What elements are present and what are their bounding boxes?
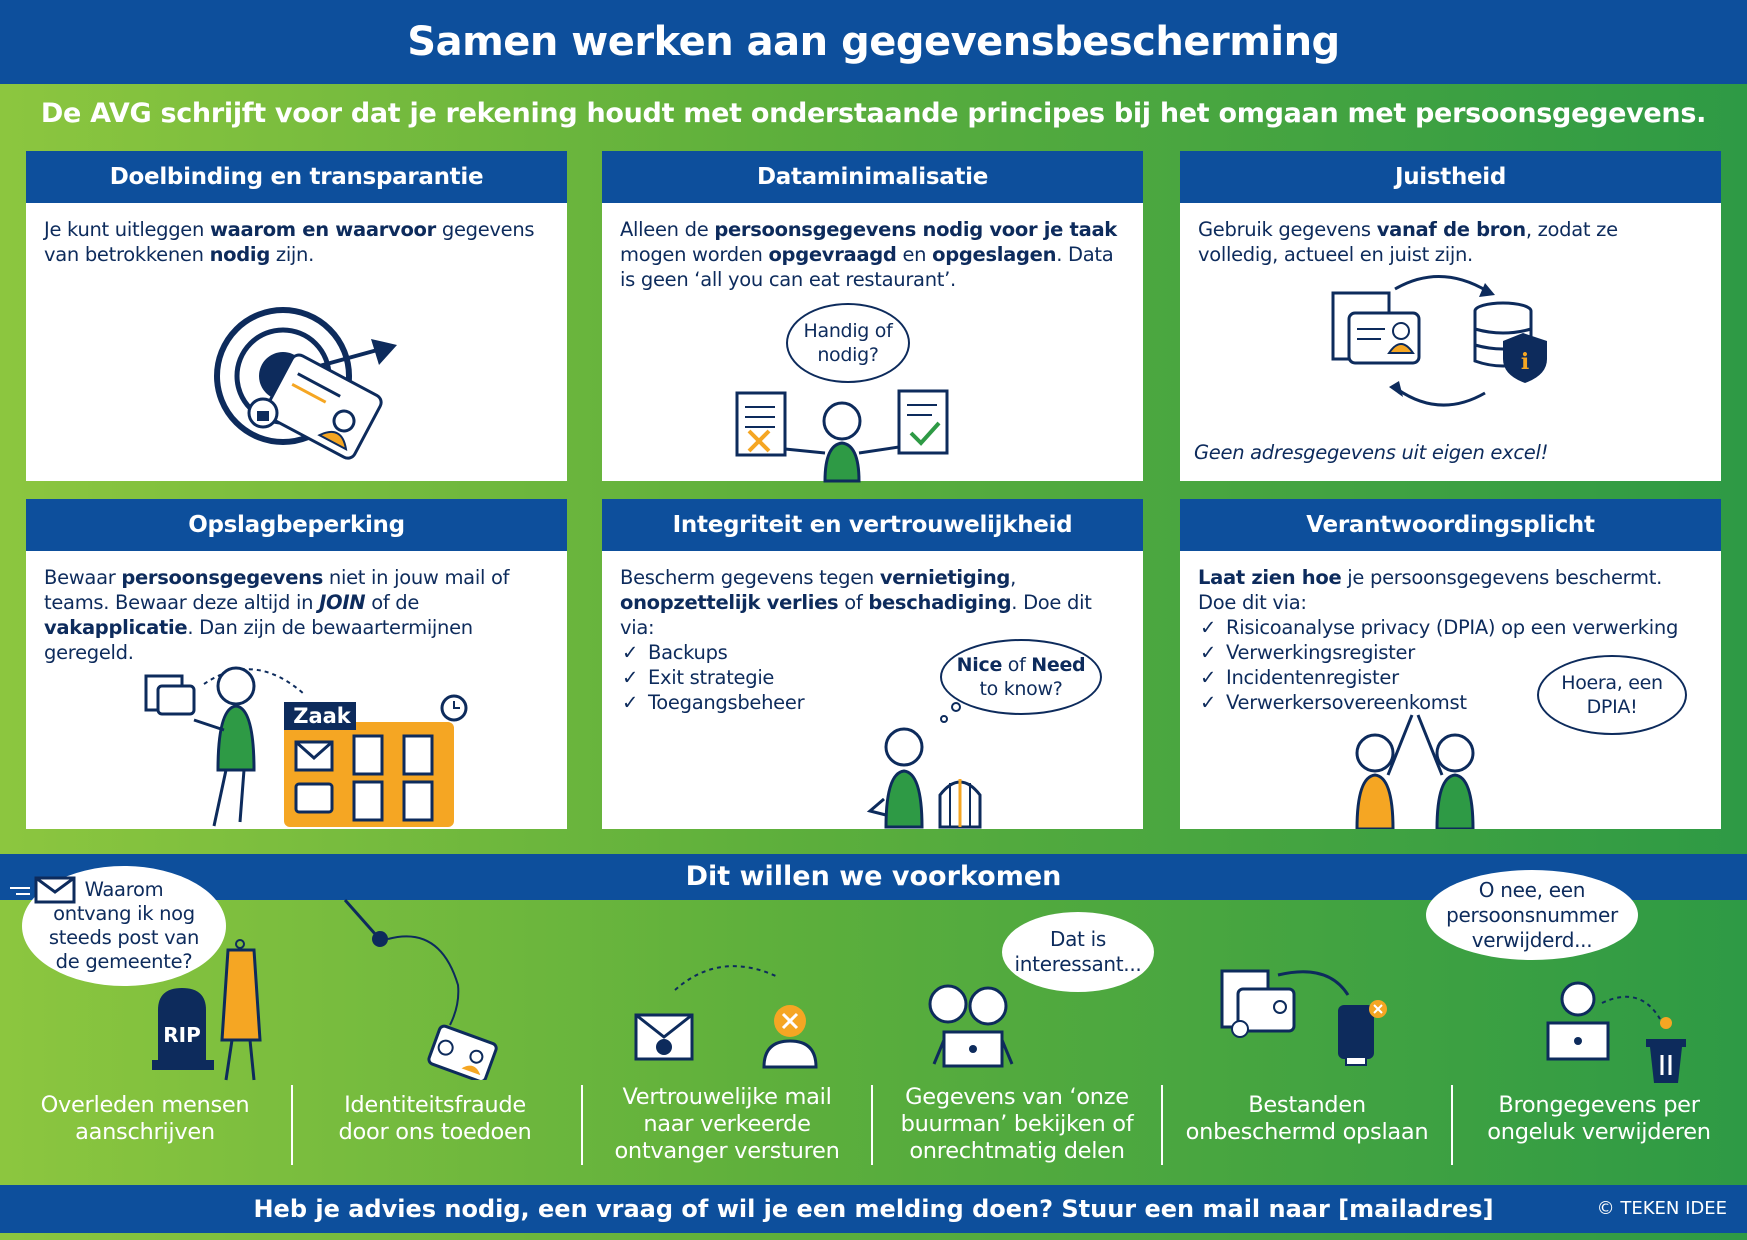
folder-label: Zaak	[293, 704, 351, 728]
prevent-label-onbeschermd: Bestanden onbeschermd opslaan	[1185, 1092, 1429, 1145]
card-doelbinding: Doelbinding en transparantie Je kunt uit…	[26, 151, 567, 481]
identity-fraud-icon	[343, 899, 498, 1080]
prevent-label-verwijderen: Brongegevens per ongeluk verwijderen	[1487, 1092, 1711, 1145]
copyright: © TEKEN IDEE	[1596, 1198, 1727, 1219]
card-heading: Integriteit en vertrouwelijkheid	[602, 499, 1143, 551]
prevent-label-buurman: Gegevens van ‘onze buurman’ bekijken of …	[900, 1084, 1134, 1164]
card-verantwoording: Verantwoordingsplicht Laat zien hoe je p…	[1180, 499, 1721, 829]
mail-icon	[10, 876, 76, 904]
prevent-label-identiteitsfraude: Identiteitsfraude door ons toedoen	[338, 1092, 532, 1145]
card-text: Laat zien hoe je persoonsgegevens besche…	[1180, 551, 1721, 715]
speech-bubble: Handig of nodig?	[786, 303, 910, 383]
list-item: Verwerkingsregister	[1198, 640, 1703, 665]
footer-message: Heb je advies nodig, een vraag of wil je…	[253, 1195, 1494, 1223]
card-text: Alleen de persoonsgegevens nodig voor je…	[620, 218, 1117, 291]
sync-database-icon: i	[1331, 275, 1547, 407]
speech-bubble: Hoera, een DPIA!	[1537, 655, 1687, 735]
divider	[1451, 1085, 1453, 1165]
high-five-icon	[1355, 714, 1475, 829]
unprotected-files-icon	[1220, 969, 1387, 1066]
verantwoording-checklist: Risicoanalyse privacy (DPIA) op een verw…	[1198, 615, 1703, 715]
page-subtitle: De AVG schrijft voor dat je rekening hou…	[40, 98, 1707, 129]
juistheid-note: Geen adresgegevens uit eigen excel!	[1194, 441, 1549, 464]
wrong-recipient-mail-icon	[634, 965, 818, 1069]
divider	[1161, 1085, 1163, 1165]
speech-bubble: Dat is interessant...	[1002, 912, 1154, 992]
target-icon	[214, 307, 397, 460]
card-juistheid: Juistheid Gebruik gegevens vanaf de bron…	[1180, 151, 1721, 481]
storage-folder-icon	[144, 666, 468, 827]
divider	[581, 1085, 583, 1165]
card-heading: Doelbinding en transparantie	[26, 151, 567, 203]
divider	[291, 1085, 293, 1165]
card-text: Je kunt uitleggen waarom en waarvoor geg…	[44, 218, 535, 266]
svg-text:i: i	[1521, 349, 1529, 375]
list-item: Incidentenregister	[1198, 665, 1703, 690]
footer: Heb je advies nodig, een vraag of wil je…	[0, 1185, 1747, 1233]
card-heading: Dataminimalisatie	[602, 151, 1143, 203]
card-integriteit: Integriteit en vertrouwelijkheid Bescher…	[602, 499, 1143, 829]
tomb-text: RIP	[163, 1023, 201, 1047]
prevent-label-overleden: Overleden mensen aanschrijven	[40, 1092, 250, 1145]
prevent-label-vertrouwelijke-mail: Vertrouwelijke mail naar verkeerde ontva…	[614, 1084, 840, 1164]
page-title: Samen werken aan gegevensbescherming	[0, 0, 1747, 84]
divider	[871, 1085, 873, 1165]
list-item: Exit strategie	[620, 665, 1125, 690]
card-text: Bescherm gegevens tegen vernietiging, on…	[602, 551, 1143, 715]
card-opslagbeperking: Opslagbeperking Bewaar persoonsgegevens …	[26, 499, 567, 829]
card-text: Gebruik gegevens vanaf de bron, zodat ze…	[1198, 218, 1618, 266]
deleted-data-icon	[1546, 981, 1686, 1083]
list-item: Verwerkersovereenkomst	[1198, 690, 1703, 715]
integriteit-checklist: Backups Exit strategie Toegangsbeheer	[620, 640, 1125, 715]
list-item: Toegangsbeheer	[620, 690, 1125, 715]
person-documents-icon	[735, 389, 949, 483]
card-heading: Juistheid	[1180, 151, 1721, 203]
card-heading: Verantwoordingsplicht	[1180, 499, 1721, 551]
card-heading: Opslagbeperking	[26, 499, 567, 551]
speech-bubble: O nee, een persoonsnummer verwijderd...	[1426, 870, 1638, 960]
person-birdcage-icon	[866, 702, 982, 829]
list-item: Backups	[620, 640, 1125, 665]
card-dataminimalisatie: Dataminimalisatie Alleen de persoonsgege…	[602, 151, 1143, 483]
list-item: Risicoanalyse privacy (DPIA) op een verw…	[1198, 615, 1703, 640]
neighbours-laptop-icon	[928, 984, 1014, 1068]
card-text: Bewaar persoonsgegevens niet in jouw mai…	[44, 566, 510, 664]
tombstone-person-icon: RIP	[152, 939, 262, 1081]
